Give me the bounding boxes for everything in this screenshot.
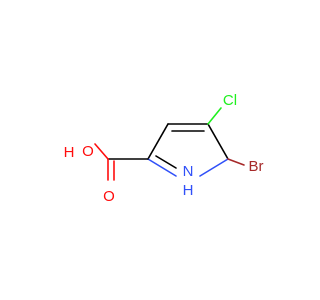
nitrogen-hydrogen-label: H: [183, 182, 194, 199]
chlorine-label: Cl: [223, 92, 237, 109]
bond-c4-cl: [207, 107, 222, 125]
bond-c2-c3: [147, 123, 169, 160]
bond-c5-br: [227, 158, 245, 166]
carbonyl-oxygen-label: O: [103, 188, 115, 205]
molecule-structure-diagram: Cl Br N H H O O: [64, 92, 264, 205]
hydroxyl-hydrogen-label: H: [64, 144, 75, 161]
bond-c4-c5: [207, 123, 229, 160]
bond-c5-n1: [199, 158, 229, 177]
hydroxyl-oxygen-label: O: [82, 143, 94, 160]
bromine-label: Br: [249, 158, 264, 175]
nitrogen-label: N: [183, 163, 194, 180]
bond-c6-oh: [94, 143, 109, 160]
bond-c2-n1-double: [155, 155, 177, 169]
bond-c2-n1: [147, 158, 177, 177]
